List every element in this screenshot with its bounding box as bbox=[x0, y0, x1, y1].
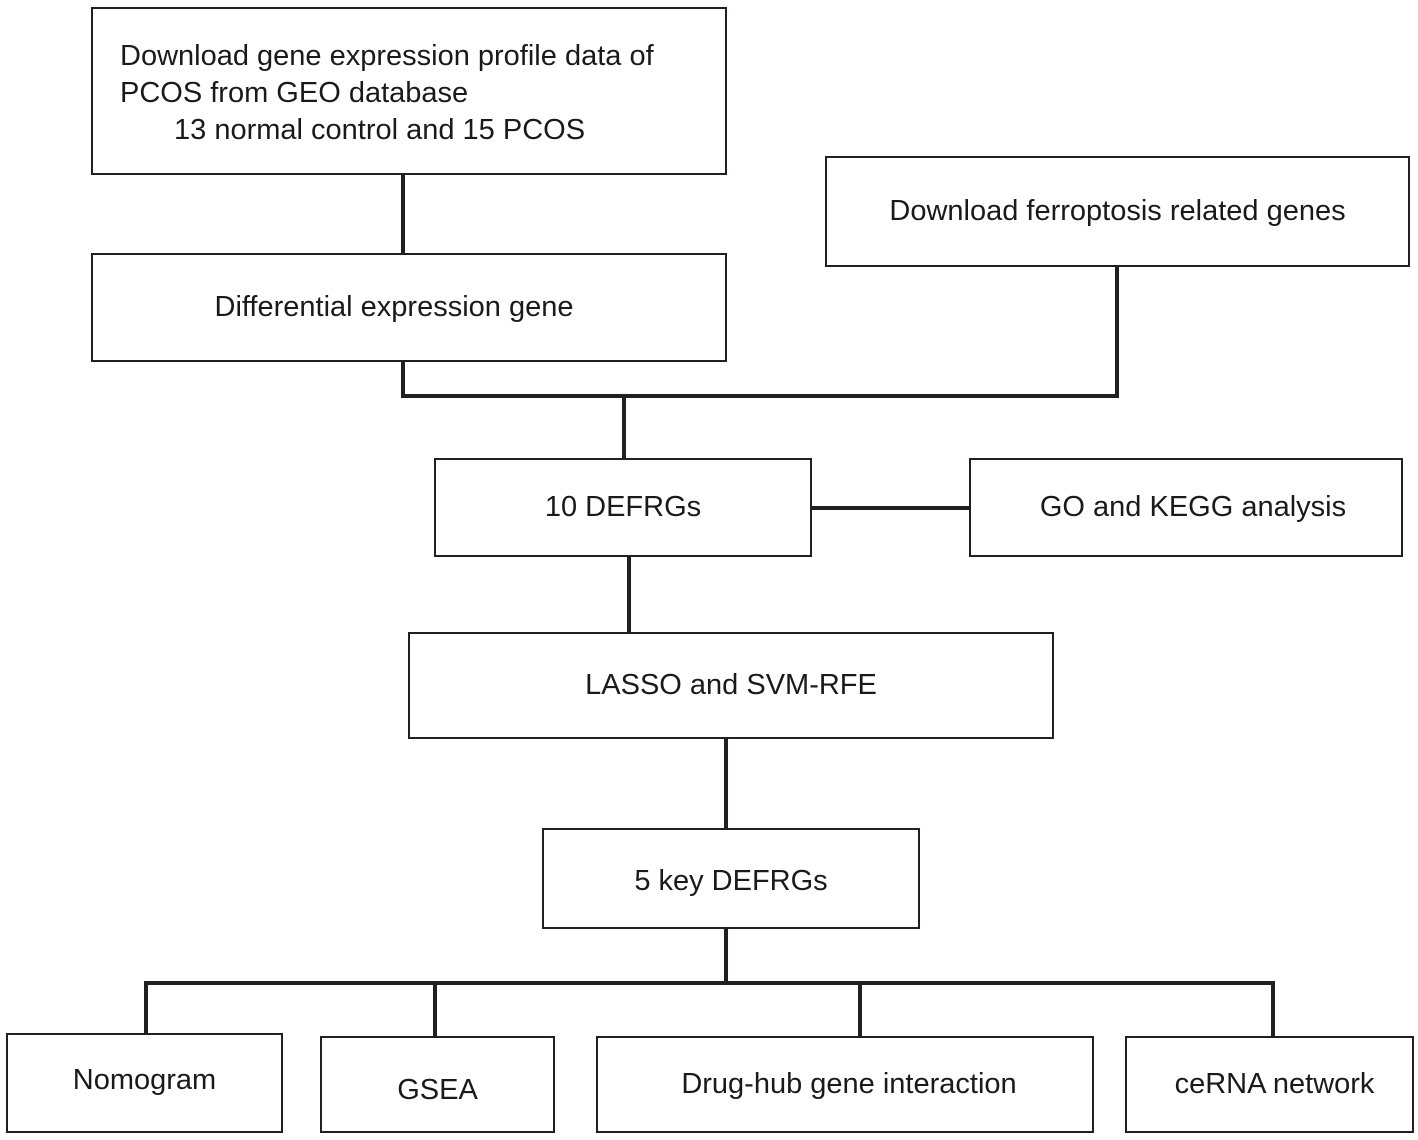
cerna-network-label: ceRNA network bbox=[1174, 1068, 1375, 1100]
lasso-svm-box: LASSO and SVM-RFE bbox=[408, 632, 1054, 739]
ferroptosis-genes-box: Download ferroptosis related genes bbox=[825, 156, 1410, 267]
differential-expression-label: Differential expression gene bbox=[214, 291, 574, 323]
drug-hub-box: Drug-hub gene interaction bbox=[596, 1036, 1094, 1133]
drug-hub-label: Drug-hub gene interaction bbox=[681, 1068, 1017, 1100]
ferroptosis-genes-label: Download ferroptosis related genes bbox=[889, 195, 1346, 227]
defrgs-10-box: 10 DEFRGs bbox=[434, 458, 812, 557]
key-defrgs-5-label: 5 key DEFRGs bbox=[634, 865, 828, 897]
nomogram-label: Nomogram bbox=[72, 1063, 217, 1096]
geo-download-line-3: 13 normal control and 15 PCOS bbox=[174, 113, 586, 146]
geo-download-box: Download gene expression profile data of… bbox=[91, 7, 727, 175]
geo-download-line-2: PCOS from GEO database bbox=[120, 76, 469, 109]
gsea-label: GSEA bbox=[397, 1074, 478, 1106]
key-defrgs-5-box: 5 key DEFRGs bbox=[542, 828, 920, 929]
nomogram-box: Nomogram bbox=[6, 1033, 283, 1133]
differential-expression-box: Differential expression gene bbox=[91, 253, 727, 362]
gsea-box: GSEA bbox=[320, 1036, 555, 1133]
defrgs-10-label: 10 DEFRGs bbox=[544, 491, 702, 523]
geo-download-line-1: Download gene expression profile data of bbox=[120, 39, 654, 72]
go-kegg-box: GO and KEGG analysis bbox=[969, 458, 1403, 557]
cerna-network-box: ceRNA network bbox=[1125, 1036, 1414, 1133]
go-kegg-label: GO and KEGG analysis bbox=[1039, 491, 1347, 523]
lasso-svm-label: LASSO and SVM-RFE bbox=[585, 669, 877, 701]
